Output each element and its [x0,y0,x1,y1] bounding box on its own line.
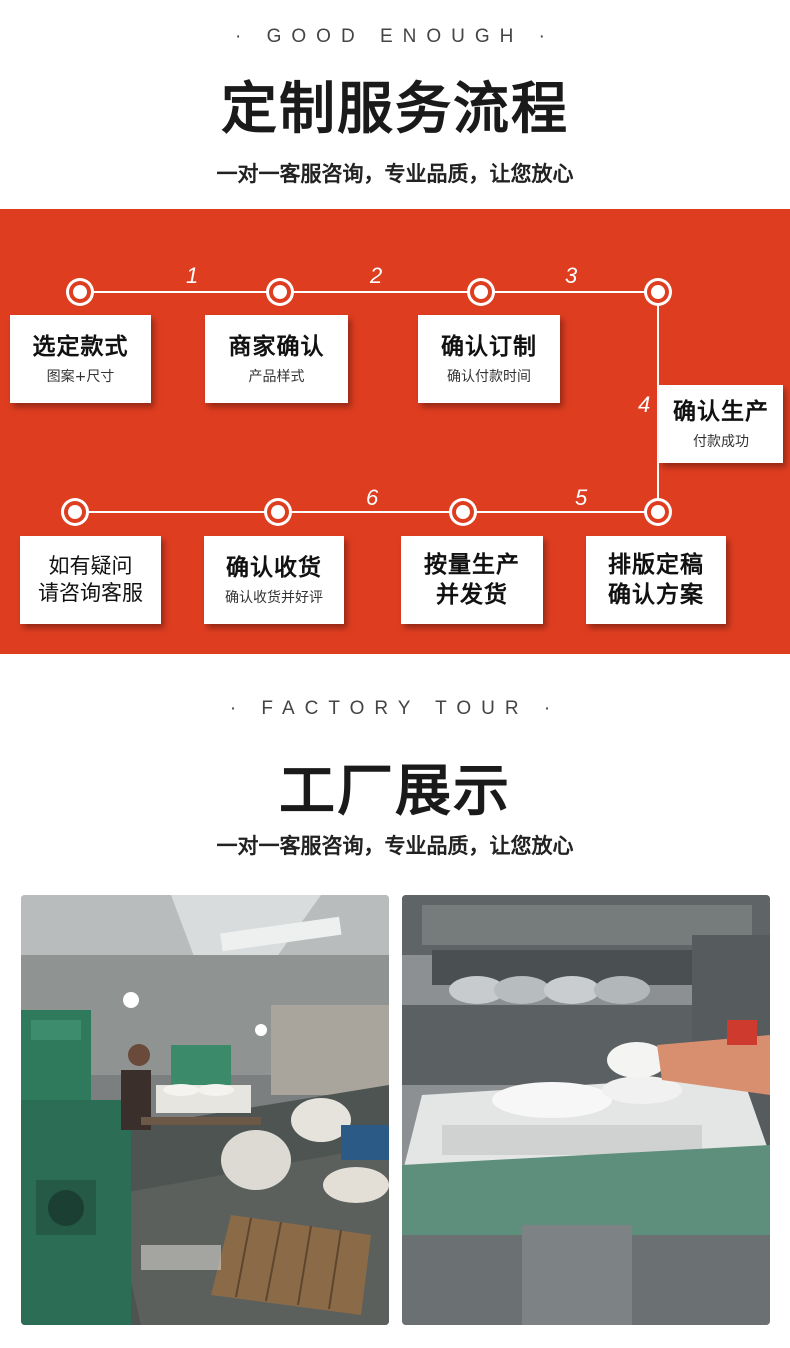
contact-line-2: 请咨询客服 [38,581,143,605]
press-machine-photo [402,895,770,1325]
step-title: 确认生产 [673,399,769,425]
step-title: 确认收货 [226,555,322,581]
step-desc: 付款成功 [693,434,749,450]
step-desc: 产品样式 [248,369,305,385]
factory-subtitle: 一对一客服咨询，专业品质，让您放心 [216,834,574,858]
process-subtitle: 一对一客服咨询，专业品质，让您放心 [216,162,574,186]
process-title: 定制服务流程 [221,77,569,142]
process-eyebrow: · GOOD ENOUGH · [235,26,555,47]
step-number-6: 6 [366,485,379,510]
step-number-3: 3 [565,263,578,288]
step-desc: 确认付款时间 [447,369,531,385]
step-title-2: 并发货 [436,582,508,608]
factory-floor-photo [21,895,389,1325]
process-node-dots [61,278,672,526]
step-card-contact-service: 如有疑问 请咨询客服 [20,536,161,624]
process-connector-lines [61,278,672,526]
step-number-2: 2 [370,263,383,288]
step-card-confirm-receipt: 确认收货 确认收货并好评 [204,536,344,624]
step-title: 商家确认 [228,334,325,360]
factory-title: 工厂展示 [279,759,511,824]
step-card-layout-final: 排版定稿 确认方案 [586,536,726,624]
step-card-produce-ship: 按量生产 并发货 [401,536,543,624]
factory-eyebrow: · FACTORY TOUR · [229,698,561,719]
step-card-confirm-production: 确认生产 付款成功 [659,385,783,463]
step-desc: 确认收货并好评 [225,590,323,606]
step-number-1: 1 [186,263,199,288]
step-card-select-style: 选定款式 图案+尺寸 [10,315,151,403]
process-band: 1 2 3 4 5 6 选定款式 图案+尺寸 商家确认 产品样式 确认订制 确认… [0,209,790,654]
step-title: 确认订制 [441,334,537,360]
step-number-5: 5 [575,485,588,510]
contact-line-1: 如有疑问 [48,554,133,578]
step-title: 选定款式 [32,334,129,360]
step-card-confirm-order: 确认订制 确认付款时间 [418,315,560,403]
step-title: 按量生产 [424,552,520,578]
step-title: 排版定稿 [608,552,704,578]
step-number-4: 4 [638,392,651,417]
step-title-2: 确认方案 [608,582,704,608]
step-card-merchant-confirm: 商家确认 产品样式 [205,315,348,403]
step-desc: 图案+尺寸 [46,369,115,385]
